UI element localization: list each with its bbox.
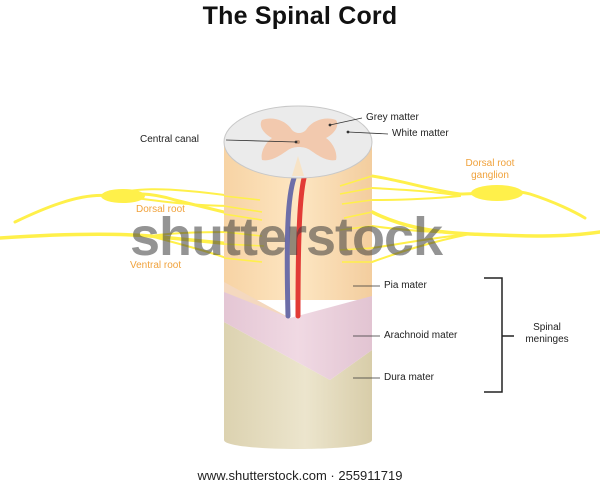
- anterior-fissure: [292, 156, 304, 176]
- central-canal: [296, 140, 300, 144]
- label-dorsal-root-ganglion-line1: Dorsal root: [465, 158, 515, 169]
- label-grey-matter: Grey matter: [366, 112, 419, 123]
- label-spinal-meninges-line2: meninges: [525, 334, 569, 345]
- artery: [295, 175, 307, 319]
- label-white-matter: White matter: [392, 128, 449, 139]
- label-dura-mater: Dura mater: [384, 372, 435, 383]
- label-ventral-root: Ventral root: [130, 260, 182, 271]
- label-central-canal: Central canal: [140, 134, 199, 145]
- pia-mater: [224, 282, 290, 318]
- dorsal-root-ganglion-left: [101, 189, 145, 203]
- arachnoid-mater: [224, 290, 372, 380]
- label-pia-mater: Pia mater: [384, 280, 427, 291]
- leader-lines: [225, 117, 389, 379]
- grey-matter-butterfly: [260, 118, 338, 161]
- rootlets: [223, 175, 373, 263]
- vein: [284, 175, 297, 319]
- label-dorsal-root: Dorsal root: [136, 204, 185, 215]
- nerve-roots-right: [370, 174, 600, 263]
- label-dorsal-root-ganglion-line2: ganglion: [471, 170, 509, 181]
- diagram-title: The Spinal Cord: [202, 2, 398, 30]
- label-dorsal-root-ganglion: Dorsal root ganglion: [460, 158, 520, 182]
- image-credit: www.shutterstock.com · 255911719: [197, 468, 403, 483]
- dorsal-root-ganglion-right: [471, 185, 523, 201]
- watermark: shutterstock: [130, 207, 443, 267]
- label-arachnoid-mater: Arachnoid mater: [384, 330, 458, 341]
- meninges-bracket: [484, 277, 514, 393]
- label-spinal-meninges: Spinal meninges: [520, 322, 574, 346]
- dura-mater: [224, 322, 372, 449]
- label-spinal-meninges-line1: Spinal: [533, 322, 561, 333]
